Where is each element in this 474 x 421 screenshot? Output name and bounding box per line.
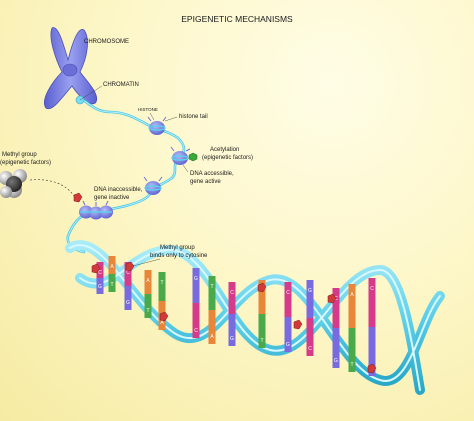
base-letter: A [210, 334, 214, 340]
base-pair-half [228, 282, 236, 314]
base-pair-half [368, 327, 376, 376]
base-letter: G [194, 276, 198, 282]
base-letter: G [308, 288, 312, 294]
base-pair-half [306, 280, 314, 318]
base-letter: T [210, 284, 213, 290]
base-pair-half [108, 256, 116, 274]
base-letter: G [334, 358, 338, 364]
base-pair-half [306, 318, 314, 356]
base-pair-half [284, 282, 292, 317]
base-letter: A [110, 264, 114, 270]
dna-helix [65, 240, 445, 395]
acetyl-group-icon [188, 152, 198, 162]
base-pair-half [368, 278, 376, 327]
dna-methyl-icon [293, 319, 303, 330]
dna-inaccessible-label-line1: DNA inaccessible, [94, 187, 143, 193]
dna-accessible-label-line2: gene active [190, 179, 221, 185]
base-pair-half [124, 262, 132, 286]
base-pair-half [108, 274, 116, 292]
base-pair-rungs: CGATCGATTAGCTACGATCGGCCGATCG [96, 256, 376, 376]
base-letter: C [308, 346, 312, 352]
base-pair-half [208, 310, 216, 344]
dna-methyl-icon [91, 263, 101, 274]
dna-methyl-icon [327, 293, 337, 304]
base-letter: G [126, 300, 130, 306]
dna-methyl-icon [159, 311, 169, 322]
base-letter: T [350, 362, 353, 368]
base-pair-half [258, 314, 266, 348]
methyl-binds-label-line1: Methyl group [160, 245, 195, 251]
base-pair-half [96, 278, 104, 294]
base-letter: C [194, 328, 198, 334]
chromosome [44, 27, 98, 110]
base-letter: A [146, 278, 150, 284]
histone-acetylated [170, 146, 191, 165]
chromatin-strand [66, 96, 186, 254]
base-pair-half [258, 280, 266, 314]
base-letter: T [146, 308, 149, 314]
base-pair-half [192, 303, 200, 338]
methyl-molecule [0, 169, 27, 198]
histone-top [147, 116, 167, 135]
base-pair-half [228, 314, 236, 346]
base-letter: C [286, 290, 290, 296]
base-pair-half [144, 294, 152, 318]
base-pair-half [208, 276, 216, 310]
base-pair-half [348, 284, 356, 328]
methyl-group-label-line2: (epigenetic factors) [0, 160, 51, 166]
methyl-group-label-line1: Methyl group [2, 152, 37, 158]
dna-inaccessible-label-line2: gene inactive [94, 195, 130, 201]
histone-label: HISTONE [138, 107, 158, 112]
base-letter: G [286, 342, 290, 348]
base-pair-half [348, 328, 356, 372]
histone-methylated-cluster [79, 200, 113, 220]
base-letter: A [350, 292, 354, 298]
base-letter: T [160, 280, 163, 286]
base-letter: C [230, 290, 234, 296]
methyl-group-on-histone-icon [73, 192, 83, 203]
chromatin-label: CHROMATIN [103, 82, 139, 88]
histone-tail-label: histone tail [179, 114, 208, 120]
dna-methyl-markers [91, 261, 377, 374]
base-letter: G [230, 336, 234, 342]
acetylation-label-line1: Acetylation [210, 147, 239, 153]
methyl-binds-label-line2: binds only to cytosine [150, 253, 208, 259]
base-pair-half [192, 268, 200, 303]
base-pair-half [284, 317, 292, 352]
base-pair-half [158, 272, 166, 301]
base-pair-half [96, 262, 104, 278]
dna-methyl-icon [367, 363, 377, 374]
base-letter: G [98, 284, 102, 290]
base-pair-half [332, 288, 340, 328]
base-letter: T [110, 282, 113, 288]
base-letter: C [98, 270, 102, 276]
chromosome-label: CHROMOSOME [84, 39, 129, 45]
histone-middle [143, 176, 163, 195]
base-letter: A [160, 320, 164, 326]
base-letter: C [370, 286, 374, 292]
base-pair-half [124, 286, 132, 310]
acetylation-label-line2: (epigenetic factors) [202, 155, 253, 161]
dna-methyl-icon [125, 261, 135, 272]
dna-methyl-icon [257, 282, 267, 293]
base-pair-half [144, 270, 152, 294]
base-letter: C [334, 296, 338, 302]
base-letter: T [260, 338, 263, 344]
base-pair-half [332, 328, 340, 368]
dna-accessible-label-line1: DNA accessible, [190, 171, 234, 177]
diagram-title: EPIGENETIC MECHANISMS [181, 14, 293, 24]
base-letter: C [126, 270, 130, 276]
